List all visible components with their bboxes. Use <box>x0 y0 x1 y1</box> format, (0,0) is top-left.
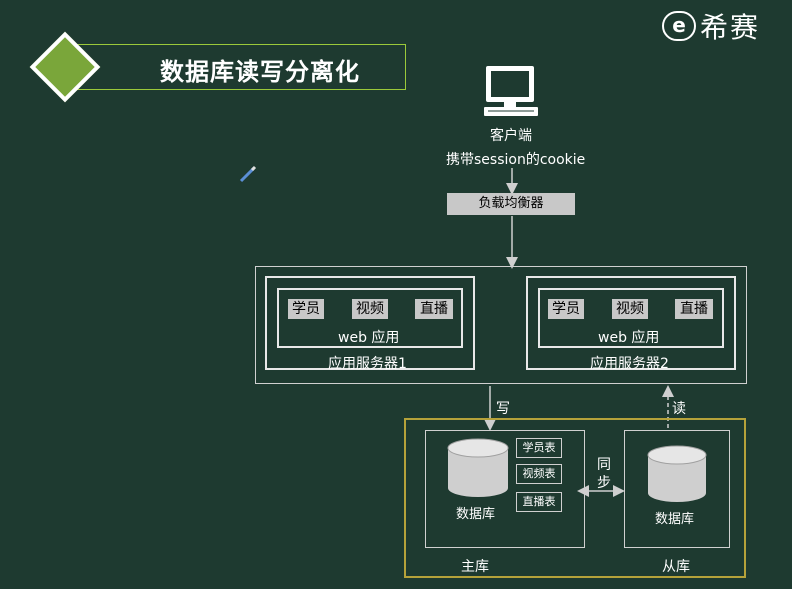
server1-frame <box>265 276 475 370</box>
logo-mark-icon: e <box>662 11 696 41</box>
client-cookie-note: 携带session的cookie <box>446 152 586 168</box>
server1-app-frame <box>277 288 463 348</box>
server2-module-live: 直播 <box>675 299 713 319</box>
server-group-frame <box>255 266 747 384</box>
server2-module-video: 视频 <box>612 299 648 319</box>
logo-text: 希赛 <box>700 11 761 44</box>
master-db-cylinder-icon <box>447 438 509 497</box>
page-title: 数据库读写分离化 <box>160 58 360 86</box>
load-balancer-box: 负载均衡器 <box>447 193 575 215</box>
write-label: 写 <box>496 401 510 417</box>
slave-db-frame <box>624 430 730 548</box>
master-table-students: 学员表 <box>516 438 562 458</box>
computer-icon <box>484 66 538 116</box>
slave-db-label: 数据库 <box>655 512 695 527</box>
server2-module-students: 学员 <box>548 299 584 319</box>
sync-label: 同步 <box>597 457 611 491</box>
server2-frame <box>526 276 736 370</box>
read-label: 读 <box>672 401 686 417</box>
server1-module-video: 视频 <box>352 299 388 319</box>
server1-app-label: web 应用 <box>338 330 400 346</box>
server1-module-live: 直播 <box>415 299 453 319</box>
master-db-label: 数据库 <box>456 507 496 522</box>
slave-caption: 从库 <box>662 559 690 575</box>
slave-db-cylinder-icon <box>647 445 707 502</box>
server1-module-students: 学员 <box>288 299 324 319</box>
master-table-video: 视频表 <box>516 464 562 484</box>
server2-app-label: web 应用 <box>598 330 660 346</box>
database-group-frame <box>404 418 746 578</box>
master-caption: 主库 <box>461 559 489 575</box>
master-db-frame <box>425 430 585 548</box>
server1-label: 应用服务器1 <box>328 356 407 372</box>
server2-app-frame <box>538 288 724 348</box>
server2-label: 应用服务器2 <box>590 356 669 372</box>
pen-icon <box>239 165 257 183</box>
client-label: 客户端 <box>490 128 532 144</box>
master-table-live: 直播表 <box>516 492 562 512</box>
